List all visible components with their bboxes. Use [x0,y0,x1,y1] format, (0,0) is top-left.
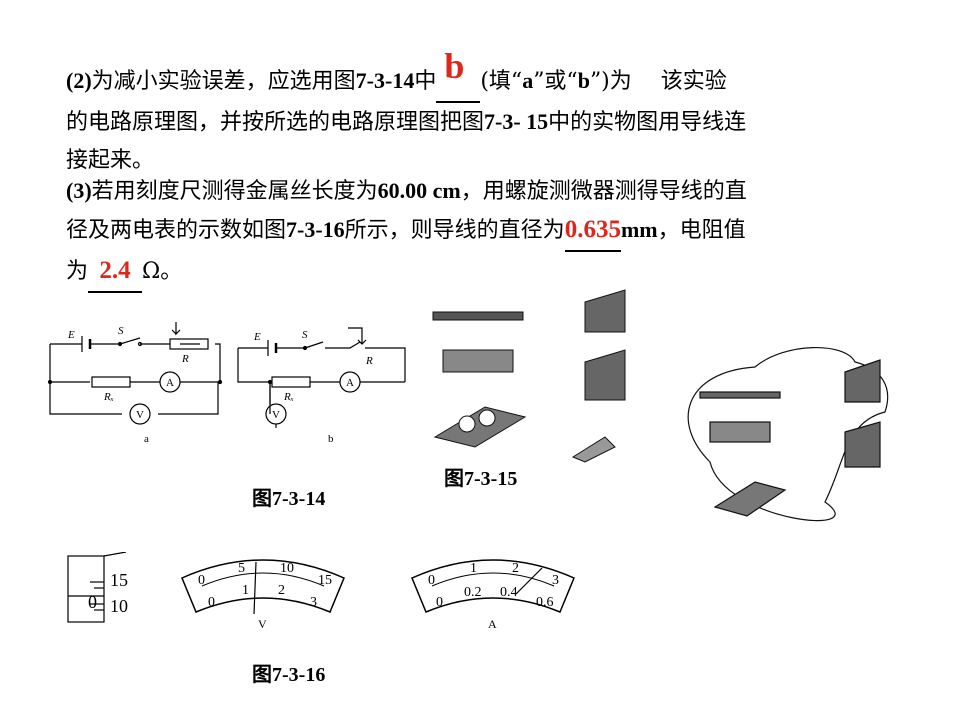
answer-diameter: 0.635 [564,216,621,243]
q2-text: 中 [414,69,437,94]
a-top-1: 1 [470,561,477,576]
fig-ref-15: 7-3- 15 [484,109,549,134]
a-bot-04: 0.4 [500,585,518,600]
q3-text: Ω。 [142,259,183,284]
q3-text: 为 [66,259,89,284]
question-3: (3)若用刻度尺测得金属丝长度为60.00 cm，用螺旋测微器测得导线的直 径及… [66,172,747,293]
label-V-b: V [272,409,280,421]
micrometer-zero: 0 [88,592,97,612]
answer-blank-resistance: 2.4 [88,252,143,293]
ammeter-dial: 0 1 2 3 0 0.2 0.4 0.6 A [411,559,575,630]
q3-number: (3) [66,178,92,203]
a-bot-02: 0.2 [464,585,482,600]
label-Rx-b: Rₓ [283,391,294,403]
v-top-0: 0 [198,573,205,588]
option-b: b [577,68,590,93]
a-top-3: 3 [552,573,559,588]
micrometer-tick-15: 15 [110,570,128,590]
label-E-b: E [253,331,261,343]
label-V-a: V [136,409,144,421]
fig15-caption: 图7-3-15 [444,468,518,490]
fig-ref-14: 7-3-14 [355,68,415,93]
fig14-caption: 图7-3-14 [252,488,326,510]
v-top-5: 5 [238,561,245,576]
q2-number: (2) [66,68,92,93]
q3-text: 径及两电表的示数如图 [66,218,287,243]
q2-text: 中的实物图用导线连 [548,110,747,135]
option-a: a [522,68,534,93]
v-bot-0: 0 [208,595,215,610]
apparatus-figure [432,289,889,522]
v-bot-3: 3 [310,595,317,610]
label-S-b: S [302,329,308,341]
circuit-b-label: b [328,433,334,445]
a-top-2: 2 [512,561,519,576]
label-R-b: R [365,355,373,367]
voltmeter-unit: V [258,617,267,630]
switch-photo [571,436,616,463]
answer-blank-diameter: 0.635 [564,211,621,252]
micrometer-reading: 15 10 0 [67,552,128,623]
wired-apparatus [687,347,889,522]
answer-blank-circuit: b [436,47,481,103]
label-A-b: A [346,377,354,389]
label-Rx-a: Rₓ [103,391,114,403]
voltmeter-dial: 0 5 10 15 0 1 2 3 V [181,559,345,630]
label-R-a: R [181,353,189,365]
q3-text: 若用刻度尺测得金属丝长度为 [91,179,378,204]
rheostat [442,349,514,373]
v-bot-2: 2 [278,583,285,598]
ammeter-photo [584,349,626,401]
q2-text: ”或“ [533,69,578,94]
answer-resistance: 2.4 [99,257,131,284]
battery-box [433,406,527,448]
q2-text: ”)为 该实验 [589,69,727,94]
label-S-a: S [118,325,124,337]
q2-text: (填“ [480,69,523,94]
q3-text: ，用螺旋测微器测得导线的直 [460,179,747,204]
label-E-a: E [67,329,75,341]
v-top-15: 15 [318,573,332,588]
q2-line-3: 接起来。 [66,142,746,180]
answer-circuit: b [444,46,465,86]
q3-line-3: 为 2.4 Ω。 [66,252,747,293]
q2-text: 的电路原理图，并按所选的电路原理图把图 [66,110,485,135]
q2-text: 接起来。 [66,148,155,173]
circuit-a [47,322,223,425]
label-A-a: A [166,377,174,389]
micrometer-tick-10: 10 [110,596,128,616]
v-bot-1: 1 [242,583,249,598]
q3-line-1: (3)若用刻度尺测得金属丝长度为60.00 cm，用螺旋测微器测得导线的直 [66,172,747,211]
circuit-b [237,327,406,428]
q3-text: 所示，则导线的直径为 [344,218,565,243]
a-bot-0: 0 [436,595,443,610]
fig-ref-16: 7-3-16 [286,217,345,242]
metal-wire-board [432,311,524,321]
length-value: 60.00 cm [377,178,461,203]
q3-line-2: 径及两电表的示数如图7-3-16所示，则导线的直径为0.635mm，电阻值 [66,211,747,252]
a-top-0: 0 [428,573,435,588]
voltmeter-photo [584,289,626,333]
v-top-10: 10 [280,561,294,576]
circuit-diagrams: E S R Rₓ A V a E S R Rₓ A V b [47,322,406,445]
unit-mm: mm [620,217,658,242]
a-bot-06: 0.6 [536,595,554,610]
circuit-a-label: a [144,433,149,445]
ammeter-unit: A [488,617,497,630]
q2-text: 为减小实验误差，应选用图 [91,69,356,94]
q3-text: ，电阻值 [657,218,746,243]
fig16-caption: 图7-3-16 [252,664,326,686]
q2-line-2: 的电路原理图，并按所选的电路原理图把图7-3- 15中的实物图用导线连 [66,103,746,142]
